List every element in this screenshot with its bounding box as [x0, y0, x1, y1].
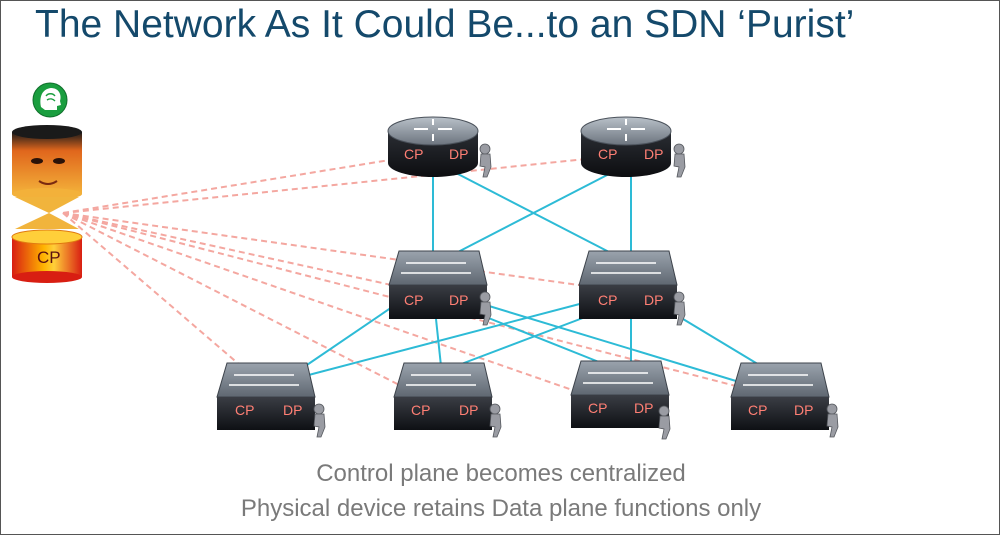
- data-link: [455, 172, 612, 254]
- worker-icon: [479, 143, 492, 178]
- dp-label: DP: [459, 402, 478, 418]
- worker-icon: [479, 291, 492, 326]
- worker-icon: [673, 291, 686, 326]
- control-link-switch-lower-3: [62, 212, 582, 394]
- dp-label: DP: [644, 146, 663, 162]
- switch-upper-2: CP DP: [578, 250, 678, 319]
- dp-label: DP: [644, 292, 663, 308]
- control-link-switch-lower-2: [62, 212, 412, 392]
- cp-label: CP: [748, 402, 767, 418]
- control-link-switch-upper-1: [62, 212, 397, 287]
- switch-lower-3: CP DP: [570, 360, 670, 428]
- controller-cp-cylinder: [11, 229, 83, 283]
- control-link-switch-upper-2: [62, 212, 587, 287]
- control-links: [62, 158, 737, 394]
- router-2: CP DP: [580, 116, 672, 177]
- control-link-switch-lower-4: [62, 212, 737, 387]
- controller-funnel: [15, 197, 79, 229]
- dp-label: DP: [634, 400, 653, 416]
- dp-label: DP: [794, 402, 813, 418]
- data-link: [435, 318, 442, 367]
- worker-icon: [313, 403, 326, 438]
- router-1: CP DP: [387, 116, 479, 177]
- cp-label: CP: [404, 292, 423, 308]
- data-link: [475, 312, 610, 367]
- control-link-switch-lower-1: [62, 212, 242, 367]
- cp-label: CP: [404, 146, 423, 162]
- control-link-router-1: [62, 158, 397, 214]
- switch-upper-1: CP DP: [388, 250, 488, 319]
- data-link: [682, 318, 762, 367]
- worker-figures: [313, 143, 839, 440]
- caption-line-2: Physical device retains Data plane funct…: [240, 495, 762, 522]
- data-link: [300, 300, 402, 370]
- dp-label: DP: [449, 292, 468, 308]
- dp-label: DP: [449, 146, 468, 162]
- cp-label: CP: [411, 402, 430, 418]
- worker-icon: [673, 143, 686, 178]
- switch-lower-1: CP DP: [216, 362, 316, 430]
- controller-head: [12, 125, 82, 200]
- worker-icon: [489, 403, 502, 438]
- cp-label: CP: [598, 146, 617, 162]
- dp-label: DP: [283, 402, 302, 418]
- controller-cp-label: CP: [37, 248, 61, 267]
- slide-title: The Network As It Could Be...to an SDN ‘…: [35, 3, 855, 46]
- control-link-router-2: [62, 158, 587, 214]
- switch-lower-4: CP DP: [730, 362, 830, 430]
- worker-icon: [826, 403, 839, 438]
- data-link: [455, 312, 597, 367]
- data-link: [488, 305, 737, 382]
- cp-label: CP: [235, 402, 254, 418]
- data-links: [300, 172, 762, 382]
- cp-label: CP: [598, 292, 617, 308]
- data-link: [300, 300, 592, 378]
- worker-icon: [658, 405, 671, 440]
- switch-lower-2: CP DP: [393, 362, 493, 430]
- cp-label: CP: [588, 400, 607, 416]
- caption-line-1: Control plane becomes centralized: [316, 460, 686, 487]
- brain-icon: [32, 82, 68, 118]
